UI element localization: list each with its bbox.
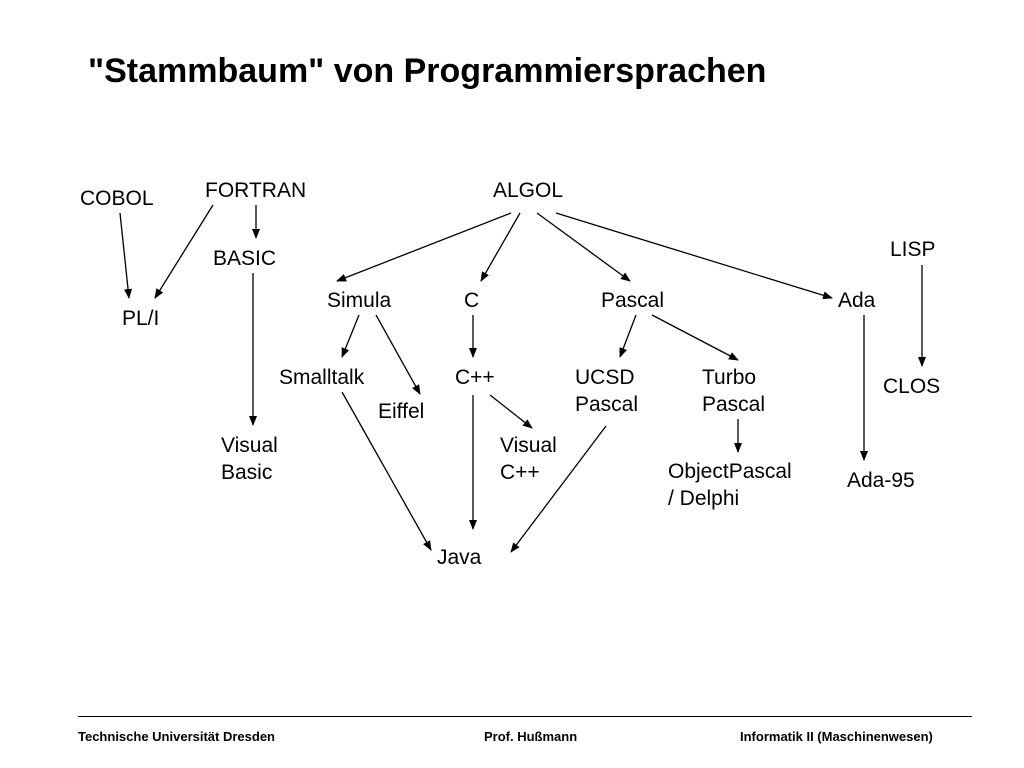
node-c: C	[464, 289, 480, 312]
node-ada-95: Ada-95	[847, 469, 915, 492]
arrow-cpp-to-visual-cpp	[489, 394, 533, 429]
arrow-simula-to-smalltalk	[341, 314, 360, 358]
arrow-algol-to-pascal	[536, 212, 631, 282]
node-objectpascal-delphi: ObjectPascal/ Delphi	[668, 460, 792, 510]
node-pascal: Pascal	[601, 289, 665, 312]
arrow-algol-to-simula	[336, 212, 512, 282]
arrow-fortran-to-pli	[154, 204, 214, 299]
node-pli: PL/I	[122, 307, 160, 330]
arrow-pascal-to-ucsd-pascal	[619, 314, 637, 358]
node-clos: CLOS	[883, 375, 941, 398]
arrow-ucsd-pascal-to-java	[510, 425, 607, 553]
node-fortran: FORTRAN	[205, 179, 307, 202]
node-cobol: COBOL	[80, 187, 154, 210]
node-lisp: LISP	[890, 238, 936, 261]
footer-course: Informatik II (Maschinenwesen)	[740, 729, 933, 744]
node-smalltalk: Smalltalk	[279, 366, 365, 389]
arrow-algol-to-c	[480, 212, 521, 282]
arrow-smalltalk-to-java	[341, 391, 432, 551]
arrow-pascal-to-turbo-pascal	[651, 314, 739, 361]
node-ada: Ada	[838, 289, 876, 312]
arrow-algol-to-ada	[555, 212, 833, 300]
node-eiffel: Eiffel	[378, 400, 425, 423]
footer-divider	[78, 716, 972, 717]
node-simula: Simula	[327, 289, 392, 312]
node-algol: ALGOL	[493, 179, 564, 202]
arrow-simula-to-eiffel	[375, 314, 421, 395]
footer-author: Prof. Hußmann	[484, 729, 578, 744]
arrow-cobol-to-pli	[119, 212, 133, 299]
slide-title: "Stammbaum" von Programmiersprachen	[88, 52, 767, 90]
node-basic: BASIC	[213, 247, 277, 270]
node-java: Java	[437, 546, 482, 569]
footer-institution: Technische Universität Dresden	[78, 729, 275, 744]
node-cpp: C++	[455, 366, 495, 389]
